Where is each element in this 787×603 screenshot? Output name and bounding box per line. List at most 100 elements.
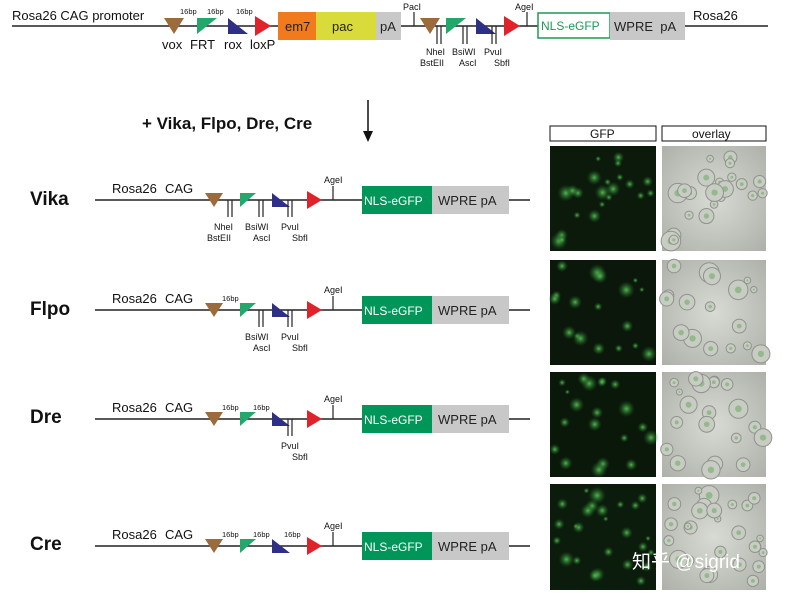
overlay-gfp-dot bbox=[705, 491, 713, 499]
loxp-label: loxP bbox=[250, 37, 275, 52]
gfp-cell-spot bbox=[637, 541, 649, 552]
cell-spots bbox=[548, 150, 773, 588]
construct-row-cre: Cre Rosa26 CAG 16bp 16bp 16bp AgeI NLS-e… bbox=[30, 521, 530, 560]
spacer-label: 16bp bbox=[284, 530, 301, 539]
down-arrow-icon bbox=[363, 131, 373, 142]
nls-egfp-label: NLS-eGFP bbox=[364, 304, 423, 318]
pa-box bbox=[376, 12, 401, 40]
spacer-label: 16bp bbox=[253, 403, 270, 412]
rosa26-label: Rosa26 bbox=[112, 400, 157, 415]
bsiwi-label: BsiWI bbox=[452, 47, 476, 57]
overlay-gfp-dot bbox=[708, 346, 714, 352]
overlay-gfp-dot bbox=[711, 189, 718, 196]
overlay-gfp-dot bbox=[761, 551, 765, 554]
overlay-gfp-dot bbox=[678, 390, 681, 394]
overlay-gfp-dot bbox=[746, 279, 749, 282]
loxp-site-icon bbox=[307, 301, 322, 319]
gfp-cell-spot bbox=[646, 189, 655, 198]
gfp-cell-spot bbox=[613, 159, 623, 168]
gfp-column-header bbox=[549, 125, 657, 142]
rosa26-label: Rosa26 bbox=[112, 291, 157, 306]
gfp-cell-spot bbox=[590, 461, 608, 479]
wpre-pa-box bbox=[432, 405, 509, 433]
bsiwi-label: BsiWI bbox=[245, 332, 269, 342]
overlay-gfp-dot bbox=[752, 425, 757, 430]
gfp-cell-spot bbox=[643, 429, 659, 446]
gfp-cell-spot bbox=[566, 184, 579, 197]
watermark-text: 知乎 @sigrid bbox=[632, 551, 740, 573]
overlay-column-label: overlay bbox=[692, 127, 731, 141]
nls-egfp-box bbox=[362, 405, 432, 433]
loxp-site-icon bbox=[307, 537, 322, 555]
pac-label: pac bbox=[332, 19, 353, 34]
gfp-cell-spot bbox=[642, 176, 654, 187]
gfp-cell-spot bbox=[586, 169, 602, 186]
overlay-gfp-dot bbox=[746, 344, 749, 348]
gfp-cell-spot bbox=[556, 498, 569, 510]
gfp-cell-spot bbox=[555, 259, 569, 273]
rox-label: rox bbox=[224, 37, 243, 52]
gfp-cell-spot bbox=[583, 487, 590, 494]
gfp-cell-spot bbox=[625, 458, 638, 471]
gfp-cell-spot bbox=[636, 493, 648, 504]
pvui-label: PvuI bbox=[281, 222, 299, 232]
overlay-gfp-dot bbox=[703, 174, 710, 181]
overlay-gfp-dot bbox=[707, 466, 715, 474]
gfp-cell-spot bbox=[595, 155, 602, 162]
overlay-gfp-dot bbox=[678, 329, 684, 336]
overlay-gfp-dot bbox=[711, 380, 716, 385]
pa-label: pA bbox=[380, 19, 396, 34]
overlay-gfp-dot bbox=[760, 191, 765, 195]
construct-name: Cre bbox=[30, 534, 62, 555]
overlay-gfp-dot bbox=[708, 157, 712, 160]
vox-label: vox bbox=[162, 37, 183, 52]
gfp-cell-spot bbox=[572, 523, 579, 530]
gfp-cell-spot bbox=[616, 173, 624, 182]
rox-site-icon bbox=[272, 412, 290, 426]
top-left-label: Rosa26 CAG promoter bbox=[12, 8, 145, 23]
rosa26-label: Rosa26 bbox=[112, 181, 157, 196]
gfp-cell-spot bbox=[617, 281, 635, 299]
rosa26-label: Rosa26 bbox=[112, 527, 157, 542]
overlay-gfp-dot bbox=[730, 175, 734, 179]
gfp-cell-spot bbox=[620, 526, 633, 539]
gfp-cell-spot bbox=[637, 421, 649, 433]
loxp-site-icon bbox=[255, 16, 271, 36]
gfp-cell-spot bbox=[577, 372, 591, 386]
gfp-cell-spot bbox=[647, 548, 655, 557]
gfp-cell-spot bbox=[603, 546, 614, 558]
overlay-gfp-dot bbox=[685, 401, 692, 408]
overlay-gfp-dot bbox=[752, 544, 757, 549]
overlay-gfp-dot bbox=[737, 562, 742, 567]
frt-site-icon bbox=[240, 193, 256, 207]
overlay-gfp-dot bbox=[672, 501, 677, 507]
sbfi-label: SbfI bbox=[494, 58, 510, 68]
top-construct: Rosa26 CAG promoter Rosa26 16bp 16bp 16b… bbox=[12, 2, 768, 68]
construct-name: Dre bbox=[30, 407, 62, 428]
overlay-gfp-dot bbox=[752, 496, 757, 501]
overlay-gfp-dot bbox=[703, 213, 710, 219]
overlay-gfp-dot bbox=[728, 161, 732, 165]
gfp-cell-spot bbox=[616, 500, 625, 509]
construct-row-vika: Vika Rosa26 CAG NheI BstEII BsiWI AscI P… bbox=[30, 175, 530, 243]
overlay-gfp-dot bbox=[693, 376, 699, 382]
overlay-gfp-dot bbox=[675, 556, 682, 563]
spacer-label: 16bp bbox=[222, 530, 239, 539]
overlay-gfp-dot bbox=[708, 304, 712, 309]
vox-site-icon bbox=[205, 539, 223, 553]
recombinase-note: + Vika, Flpo, Dre, Cre bbox=[142, 114, 312, 133]
overlay-gfp-dot bbox=[759, 434, 767, 441]
sbfi-label: SbfI bbox=[292, 233, 308, 243]
pvui-label: PvuI bbox=[281, 441, 299, 451]
vox-site-icon bbox=[164, 18, 184, 34]
nls-egfp-box bbox=[362, 532, 432, 560]
gfp-cell-spot bbox=[580, 503, 596, 519]
rox-site-icon bbox=[272, 193, 290, 207]
spacer-label: 16bp bbox=[253, 530, 270, 539]
agei-label: AgeI bbox=[515, 2, 534, 12]
overlay-gfp-dot bbox=[675, 460, 681, 466]
spacer-label: 16bp bbox=[236, 7, 253, 16]
gfp-cell-spot bbox=[593, 302, 603, 311]
overlay-gfp-dot bbox=[711, 507, 717, 514]
wpre-pa-label: WPRE pA bbox=[438, 539, 497, 554]
